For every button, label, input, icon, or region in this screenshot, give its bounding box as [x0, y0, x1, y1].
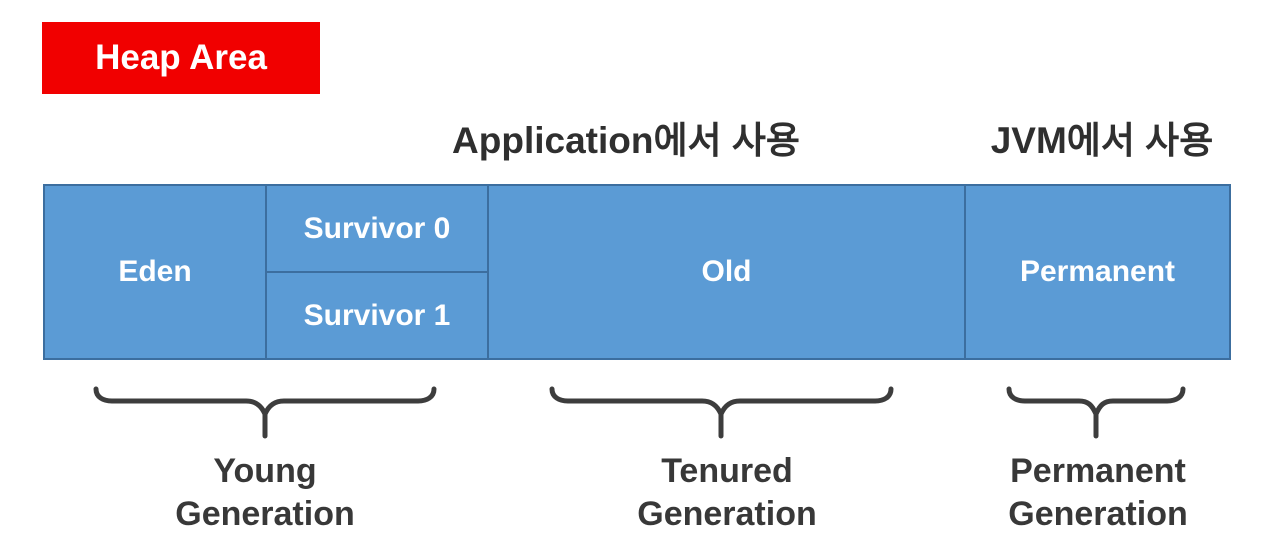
tenured-generation-line2: Generation [637, 495, 817, 533]
brace-curve [1006, 386, 1186, 417]
survivor1-section: Survivor 1 [303, 298, 451, 332]
young-generation-brace [93, 386, 437, 442]
heap-area-title: Heap Area [95, 38, 267, 77]
jvm-usage-label: JVM에서 사용 [990, 120, 1214, 161]
young-generation-line1: Young [213, 452, 317, 490]
tenured-generation-label: Tenured Generation [607, 450, 847, 536]
tenured-generation-brace [549, 386, 894, 442]
brace-curve [93, 386, 437, 417]
young-generation-label: Young Generation [145, 450, 385, 536]
old-section: Old [487, 186, 964, 358]
survivor-column: Survivor 0 Survivor 1 [265, 186, 487, 358]
permanent-generation-line2: Generation [1008, 495, 1188, 533]
permanent-generation-brace [1006, 386, 1186, 442]
brace-curve [549, 386, 894, 417]
eden-section: Eden [118, 255, 192, 288]
permanent-generation-label: Permanent Generation [958, 450, 1238, 536]
tenured-generation-line1: Tenured [661, 452, 793, 490]
heap-area-title-badge: Heap Area [42, 22, 320, 94]
application-usage-label: Application에서 사용 [452, 120, 800, 161]
young-generation-line2: Generation [175, 495, 355, 533]
permanent-section: Permanent [964, 186, 1229, 358]
heap-bar: Eden Survivor 0 Survivor 1 Old Permanent [43, 184, 1231, 360]
survivor0-section: Survivor 0 [267, 186, 487, 273]
permanent-generation-line1: Permanent [1010, 452, 1186, 490]
